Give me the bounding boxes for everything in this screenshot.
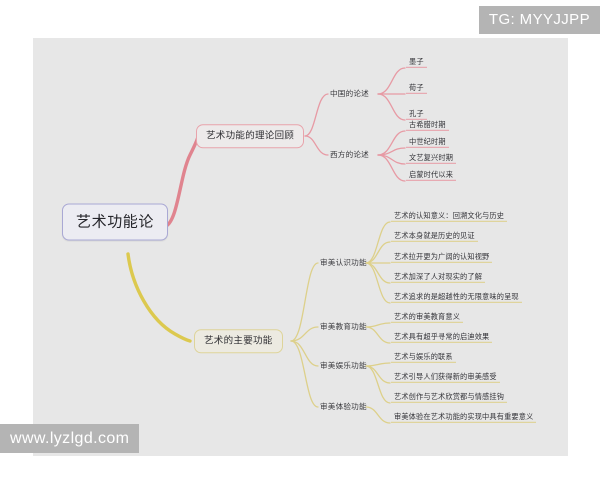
leaf-node[interactable]: 艺术加深了人对现实的了解 <box>391 273 486 283</box>
group-node-chinese-discourse[interactable]: 中国的论述 <box>330 89 369 99</box>
leaf-node[interactable]: 艺术的认知意义：回溯文化与历史 <box>391 212 508 222</box>
root-node[interactable]: 艺术功能论 <box>62 203 169 241</box>
site-watermark: www.lyzlgd.com <box>0 423 140 453</box>
branch-node-main-functions[interactable]: 艺术的主要功能 <box>194 329 283 353</box>
leaf-node[interactable]: 中世纪时期 <box>406 138 449 148</box>
leaf-node[interactable]: 艺术本身就是历史的见证 <box>391 232 478 242</box>
leaf-node[interactable]: 艺术追求的是超越性的无限意味的呈现 <box>391 293 522 303</box>
group-node-aesthetic-experience[interactable]: 审美体验功能 <box>320 402 367 412</box>
leaf-node[interactable]: 艺术引导人们获得新的审美感受 <box>391 373 500 383</box>
leaf-node[interactable]: 孔子 <box>406 110 427 120</box>
leaf-node[interactable]: 艺术拉开更为广阔的认知视野 <box>391 253 493 263</box>
group-node-aesthetic-entertainment[interactable]: 审美娱乐功能 <box>320 361 367 371</box>
leaf-node[interactable]: 艺术与娱乐的联系 <box>391 353 456 363</box>
group-node-western-discourse[interactable]: 西方的论述 <box>330 150 369 160</box>
leaf-node[interactable]: 启蒙时代以来 <box>406 171 457 181</box>
telegram-watermark: TG: MYYJJPP <box>478 6 600 34</box>
group-node-aesthetic-cognition[interactable]: 审美认识功能 <box>320 258 367 268</box>
leaf-node[interactable]: 墨子 <box>406 58 427 68</box>
leaf-node[interactable]: 文艺复兴时期 <box>406 154 457 164</box>
leaf-node[interactable]: 古希腊时期 <box>406 121 449 131</box>
leaf-node[interactable]: 艺术创作与艺术欣赏都与情感挂钩 <box>391 393 508 403</box>
leaf-node[interactable]: 艺术的审美教育意义 <box>391 313 464 323</box>
leaf-node[interactable]: 审美体验在艺术功能的实现中具有重要意义 <box>391 413 537 423</box>
leaf-node[interactable]: 艺术具有超乎寻常的启迪效果 <box>391 333 493 343</box>
group-node-aesthetic-education[interactable]: 审美教育功能 <box>320 322 367 332</box>
branch-node-theory-review[interactable]: 艺术功能的理论回顾 <box>196 124 305 148</box>
leaf-node[interactable]: 荀子 <box>406 84 427 94</box>
